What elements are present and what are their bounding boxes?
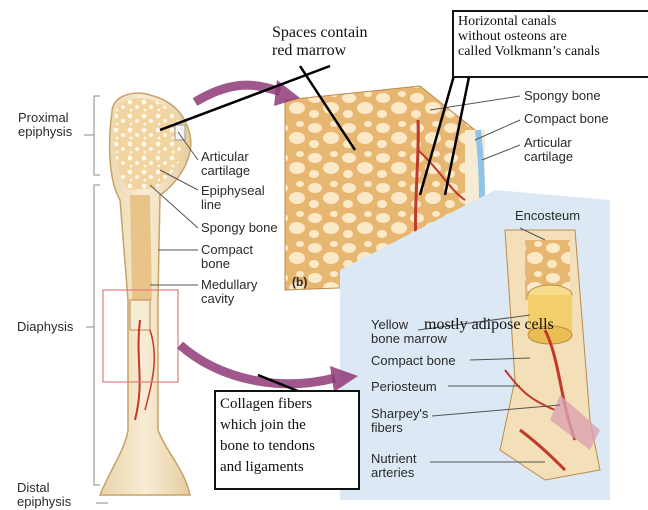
volkmann-line-2: without osteons are [458,29,644,44]
collagen-line-4: and ligaments [220,457,354,478]
annotation-adipose-cells: mostly adipose cells [424,316,554,334]
label-diaphysis: Diaphysis [17,320,73,334]
magnify-arrow-bottom [180,345,335,384]
long-bone-illustration [100,93,191,495]
annotation-collagen-box: Collagen fibers which join the bone to t… [214,390,360,490]
annotation-volkmann-box: Horizontal canals without osteons are ca… [452,10,648,78]
label-endosteum: Encosteum [515,209,580,223]
label-periosteum: Periosteum [371,380,437,394]
label-panel-b: (b) [292,275,307,289]
collagen-line-1: Collagen fibers [220,394,354,415]
region-brackets [84,96,108,503]
volkmann-line-1: Horizontal canals [458,14,644,29]
label-compact-bone-detail: Compact bone [524,112,609,126]
label-spongy-bone-detail: Spongy bone [524,89,601,103]
collagen-line-2: which join the [220,415,354,436]
label-spongy-bone: Spongy bone [201,221,278,235]
label-compact-bone-shaft: Compact bone [371,354,456,368]
magnify-arrow-top [195,85,280,102]
volkmann-line-3: called Volkmann’s canals [458,44,644,59]
collagen-line-3: bone to tendons [220,436,354,457]
